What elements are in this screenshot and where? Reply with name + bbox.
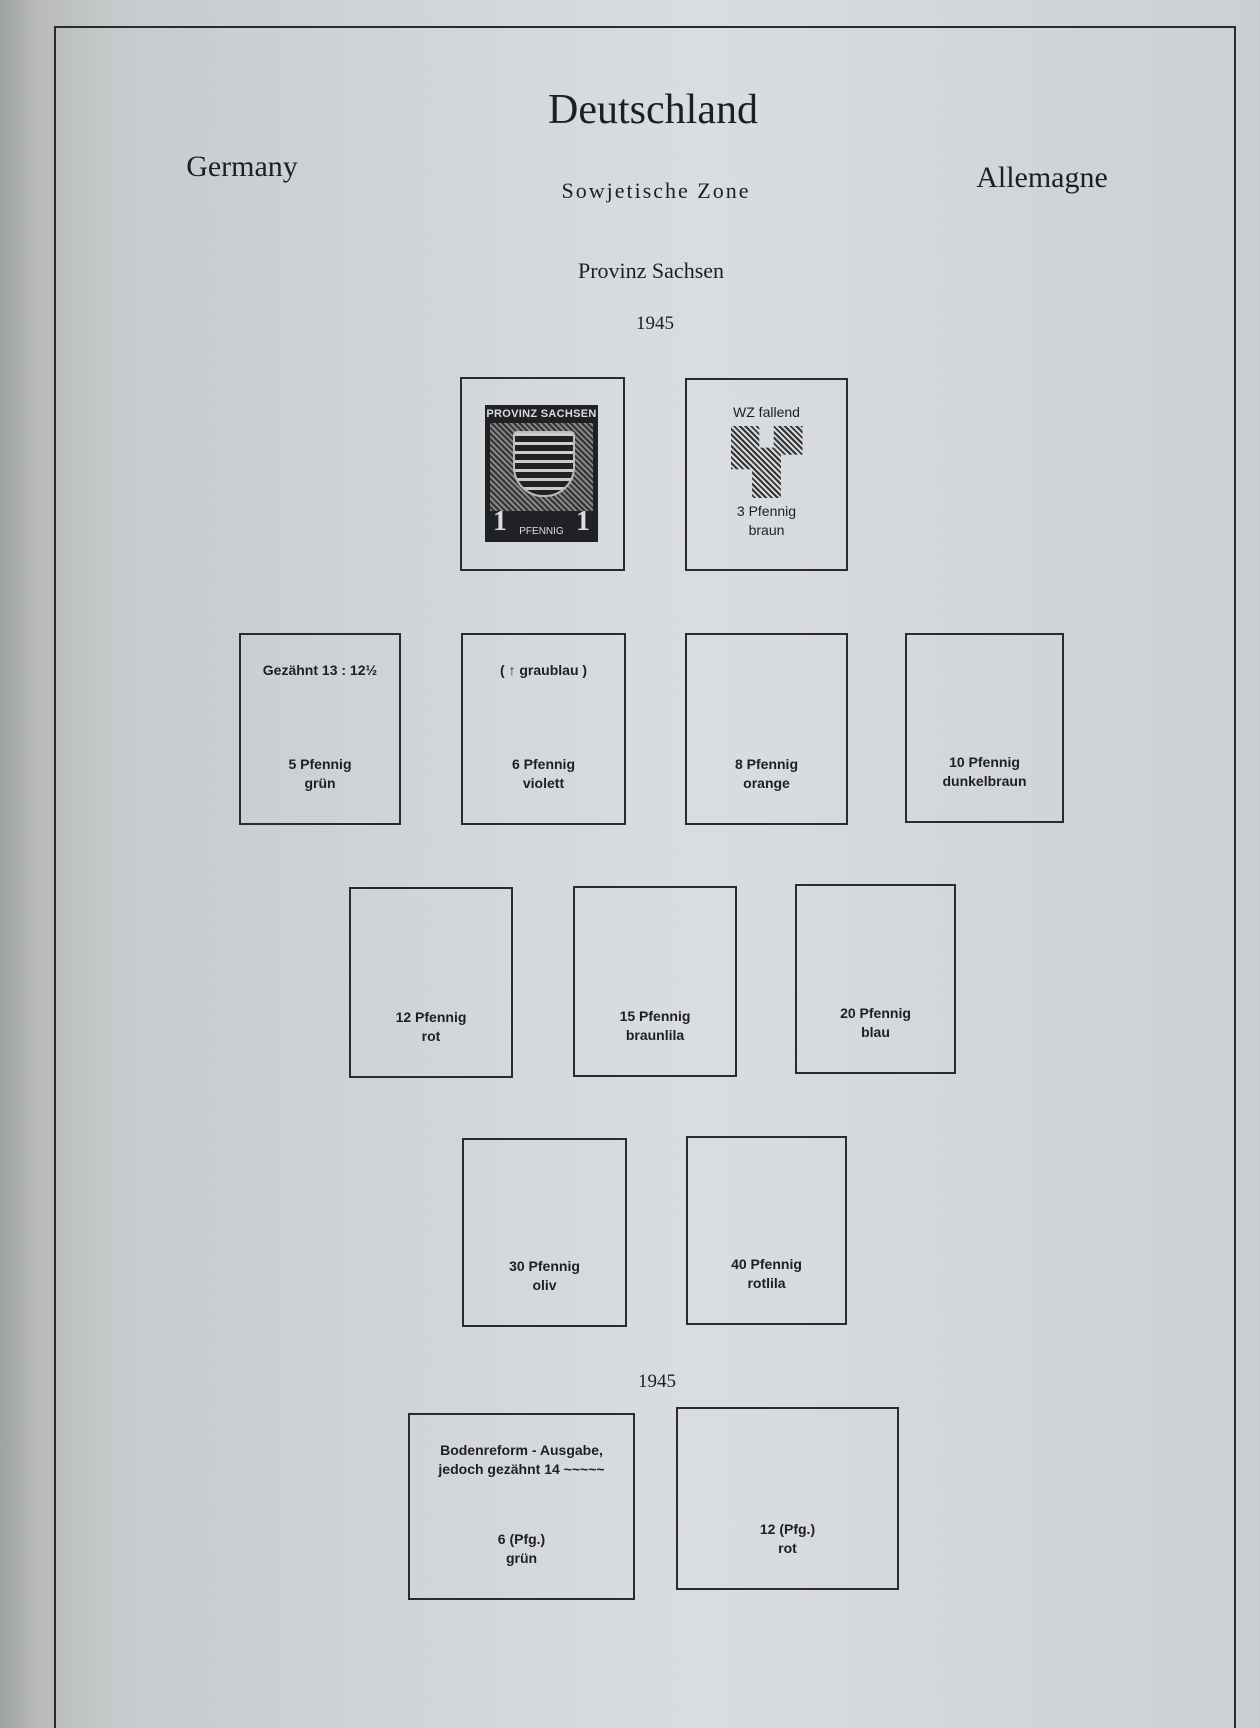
title-french: Allemagne — [976, 161, 1108, 194]
stamp-color: orange — [743, 775, 790, 791]
watermark-note: WZ fallend — [733, 404, 800, 420]
stamp-note: ( ↑ graublau ) — [499, 662, 588, 678]
stamp-box: 12 (Pfg.) rot — [676, 1407, 899, 1590]
stamp-label: 30 Pfennig oliv — [464, 1257, 625, 1295]
stamp-value-right: 1 — [576, 506, 590, 537]
stamp-label: 8 Pfennig orange — [687, 755, 846, 793]
stamp-color: rot — [778, 1540, 797, 1556]
year-heading-2: 1945 — [638, 1371, 676, 1392]
stamp-color: braunlila — [625, 1027, 685, 1043]
stamp-value: 3 Pfennig — [736, 503, 797, 519]
year-heading: 1945 — [636, 313, 674, 334]
stamp-label: 12 Pfennig rot — [351, 1008, 511, 1046]
stamp-color: grün — [304, 775, 336, 791]
stamp-note: Bodenreform - Ausgabe, jedoch gezähnt 14… — [438, 1442, 605, 1477]
stamp-color: rot — [421, 1028, 441, 1044]
stamp-color: braun — [748, 522, 785, 538]
stamp-box-1pf: PROVINZ SACHSEN 1 PFENNIG 1 — [460, 377, 625, 571]
subtitle: Sowjetische Zone — [561, 178, 751, 203]
stamp-inscription: PROVINZ SACHSEN — [486, 408, 597, 420]
stamp-value: 12 (Pfg.) — [759, 1521, 816, 1537]
stamp-value: 20 Pfennig — [840, 1005, 911, 1021]
stamp-label: 12 (Pfg.) rot — [678, 1520, 897, 1558]
watermark-icon — [730, 426, 803, 498]
stamp-label: 6 (Pfg.) grün — [410, 1530, 633, 1568]
stamp-box: 20 Pfennig blau — [795, 884, 956, 1074]
stamp-value: 15 Pfennig — [619, 1008, 691, 1024]
stamp-color: grün — [505, 1550, 538, 1566]
stamp-color: rotlila — [747, 1275, 786, 1291]
stamp-unit: PFENNIG — [519, 526, 564, 537]
stamp-label: 5 Pfennig grün — [241, 755, 399, 793]
stamp-box: 40 Pfennig rotlila — [686, 1136, 847, 1325]
stamp-value: 12 Pfennig — [395, 1009, 467, 1025]
stamp-label: 40 Pfennig rotlila — [688, 1255, 845, 1293]
stamp-value: 6 Pfennig — [511, 756, 575, 772]
stamp-box: Bodenreform - Ausgabe, jedoch gezähnt 14… — [408, 1413, 635, 1600]
stamp-value: 6 (Pfg.) — [497, 1531, 546, 1547]
stamp-box: 8 Pfennig orange — [685, 633, 848, 825]
stamp-value-left: 1 — [493, 506, 507, 537]
stamp-color: violett — [522, 775, 565, 791]
stamp-color: oliv — [532, 1277, 557, 1293]
page-border — [54, 26, 1236, 1728]
stamp-label: 6 Pfennig violett — [463, 755, 624, 793]
stamp-box: 30 Pfennig oliv — [462, 1138, 627, 1327]
stamp-label: 15 Pfennig braunlila — [575, 1007, 735, 1045]
stamp-image: PROVINZ SACHSEN 1 PFENNIG 1 — [485, 405, 598, 542]
stamp-color: dunkelbraun — [942, 773, 1027, 789]
stamp-value: 40 Pfennig — [731, 1256, 802, 1272]
stamp-note: Gezähnt 13 : 12½ — [262, 662, 378, 678]
stamp-value: 10 Pfennig — [949, 754, 1020, 770]
page-title: Deutschland — [548, 87, 758, 133]
region-heading: Provinz Sachsen — [577, 258, 725, 283]
stamp-value: 5 Pfennig — [288, 756, 352, 772]
stamp-box-3pf: WZ fallend 3 Pfennig braun — [685, 378, 848, 571]
stamp-value: 8 Pfennig — [734, 756, 798, 772]
stamp-box: 15 Pfennig braunlila — [573, 886, 737, 1077]
stamp-label: 10 Pfennig dunkelbraun — [907, 753, 1062, 791]
stamp-box: Gezähnt 13 : 12½ 5 Pfennig grün — [239, 633, 401, 825]
stamp-box: 10 Pfennig dunkelbraun — [905, 633, 1064, 823]
stamp-value: 30 Pfennig — [509, 1258, 580, 1274]
stamp-label: 20 Pfennig blau — [797, 1004, 954, 1042]
stamp-box: ( ↑ graublau ) 6 Pfennig violett — [461, 633, 626, 825]
title-english: Germany — [186, 150, 298, 183]
stamp-box: 12 Pfennig rot — [349, 887, 513, 1078]
stamp-color: blau — [861, 1024, 890, 1040]
coat-of-arms-icon — [513, 431, 575, 497]
